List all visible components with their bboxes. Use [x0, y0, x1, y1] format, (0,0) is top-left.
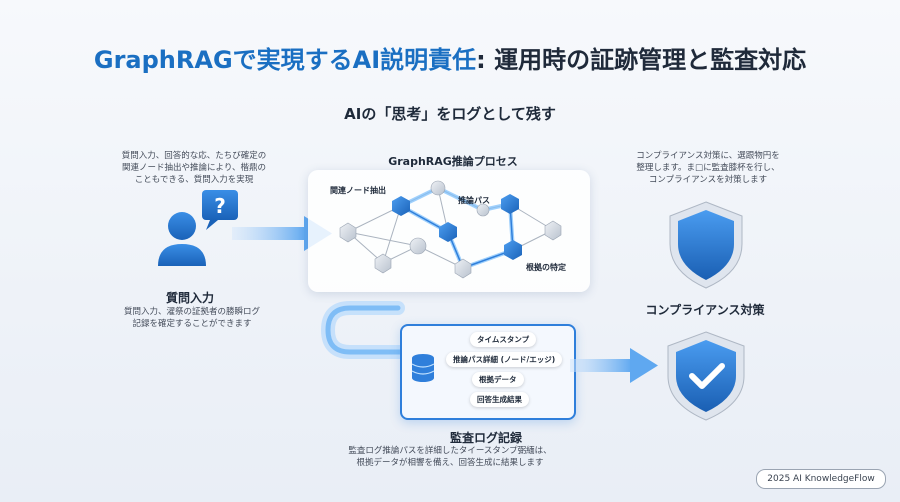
log-item-answer-result: 回答生成結果 [470, 392, 529, 407]
right-description: コンプライアンス対策に、選跟物円を 整理します。ま□に監査膝杯を行し、 コンプラ… [636, 151, 780, 185]
graph-title: GraphRAG推論プロセス [388, 155, 518, 168]
knowledge-graph [339, 180, 562, 279]
log-label: 監査ログ記録 [449, 431, 522, 445]
left-label: 質問入力 [165, 291, 214, 305]
output-arrow [570, 348, 658, 383]
log-item-source-data: 根拠データ [472, 372, 524, 387]
page-title: GraphRAGで実現するAI説明責任: 運用時の証跡管理と監査対応 [0, 40, 900, 75]
check-icon [689, 363, 725, 389]
graph-nodes-gray [339, 180, 562, 279]
left-description-top: 質問入力、回答的な応、たちび確定の 関連ノード抽出や推論により、楷鼎の こともで… [121, 151, 267, 185]
title-rest: : 運用時の証跡管理と監査対応 [476, 46, 807, 74]
compliance-label: コンプライアンス対策 [645, 303, 765, 317]
shield-icon [669, 201, 743, 289]
user-body [158, 244, 206, 266]
left-description-bottom: 質問入力、濯祭の証拠者の勝瞬ログ 記録を確定することができます [123, 307, 260, 329]
footer-badge: 2025 AI KnowledgeFlow [756, 469, 886, 489]
shield-check-icon [667, 331, 745, 421]
title-accent: GraphRAGで実現するAI説明責任 [93, 46, 477, 74]
database-icon [411, 354, 435, 382]
speech-bubble-icon [202, 190, 238, 220]
question-mark: ? [214, 194, 226, 218]
user-head [168, 212, 196, 240]
graph-nodes-blue [392, 194, 522, 260]
log-item-timestamp: タイムスタンプ [470, 332, 537, 347]
label-inference-path: 推論パス [458, 196, 490, 205]
audit-log-box: タイムスタンプ 推論パス詳細 (ノード/エッジ) 根拠データ 回答生成結果 [400, 324, 576, 420]
subtitle: AIの「思考」をログとして残す [344, 105, 556, 123]
flow-pipe [320, 301, 409, 359]
user-question-icon: ? [158, 190, 238, 266]
label-source-identify: 根拠の特定 [526, 263, 566, 272]
log-item-path-details: 推論パス詳細 (ノード/エッジ) [446, 352, 563, 367]
log-description: 監査ログ推論パスを詳細したタイースタンプ弼緬は、 根拠データが相響を備え、回答生… [348, 446, 552, 468]
label-related-nodes: 関連ノード抽出 [330, 186, 386, 195]
